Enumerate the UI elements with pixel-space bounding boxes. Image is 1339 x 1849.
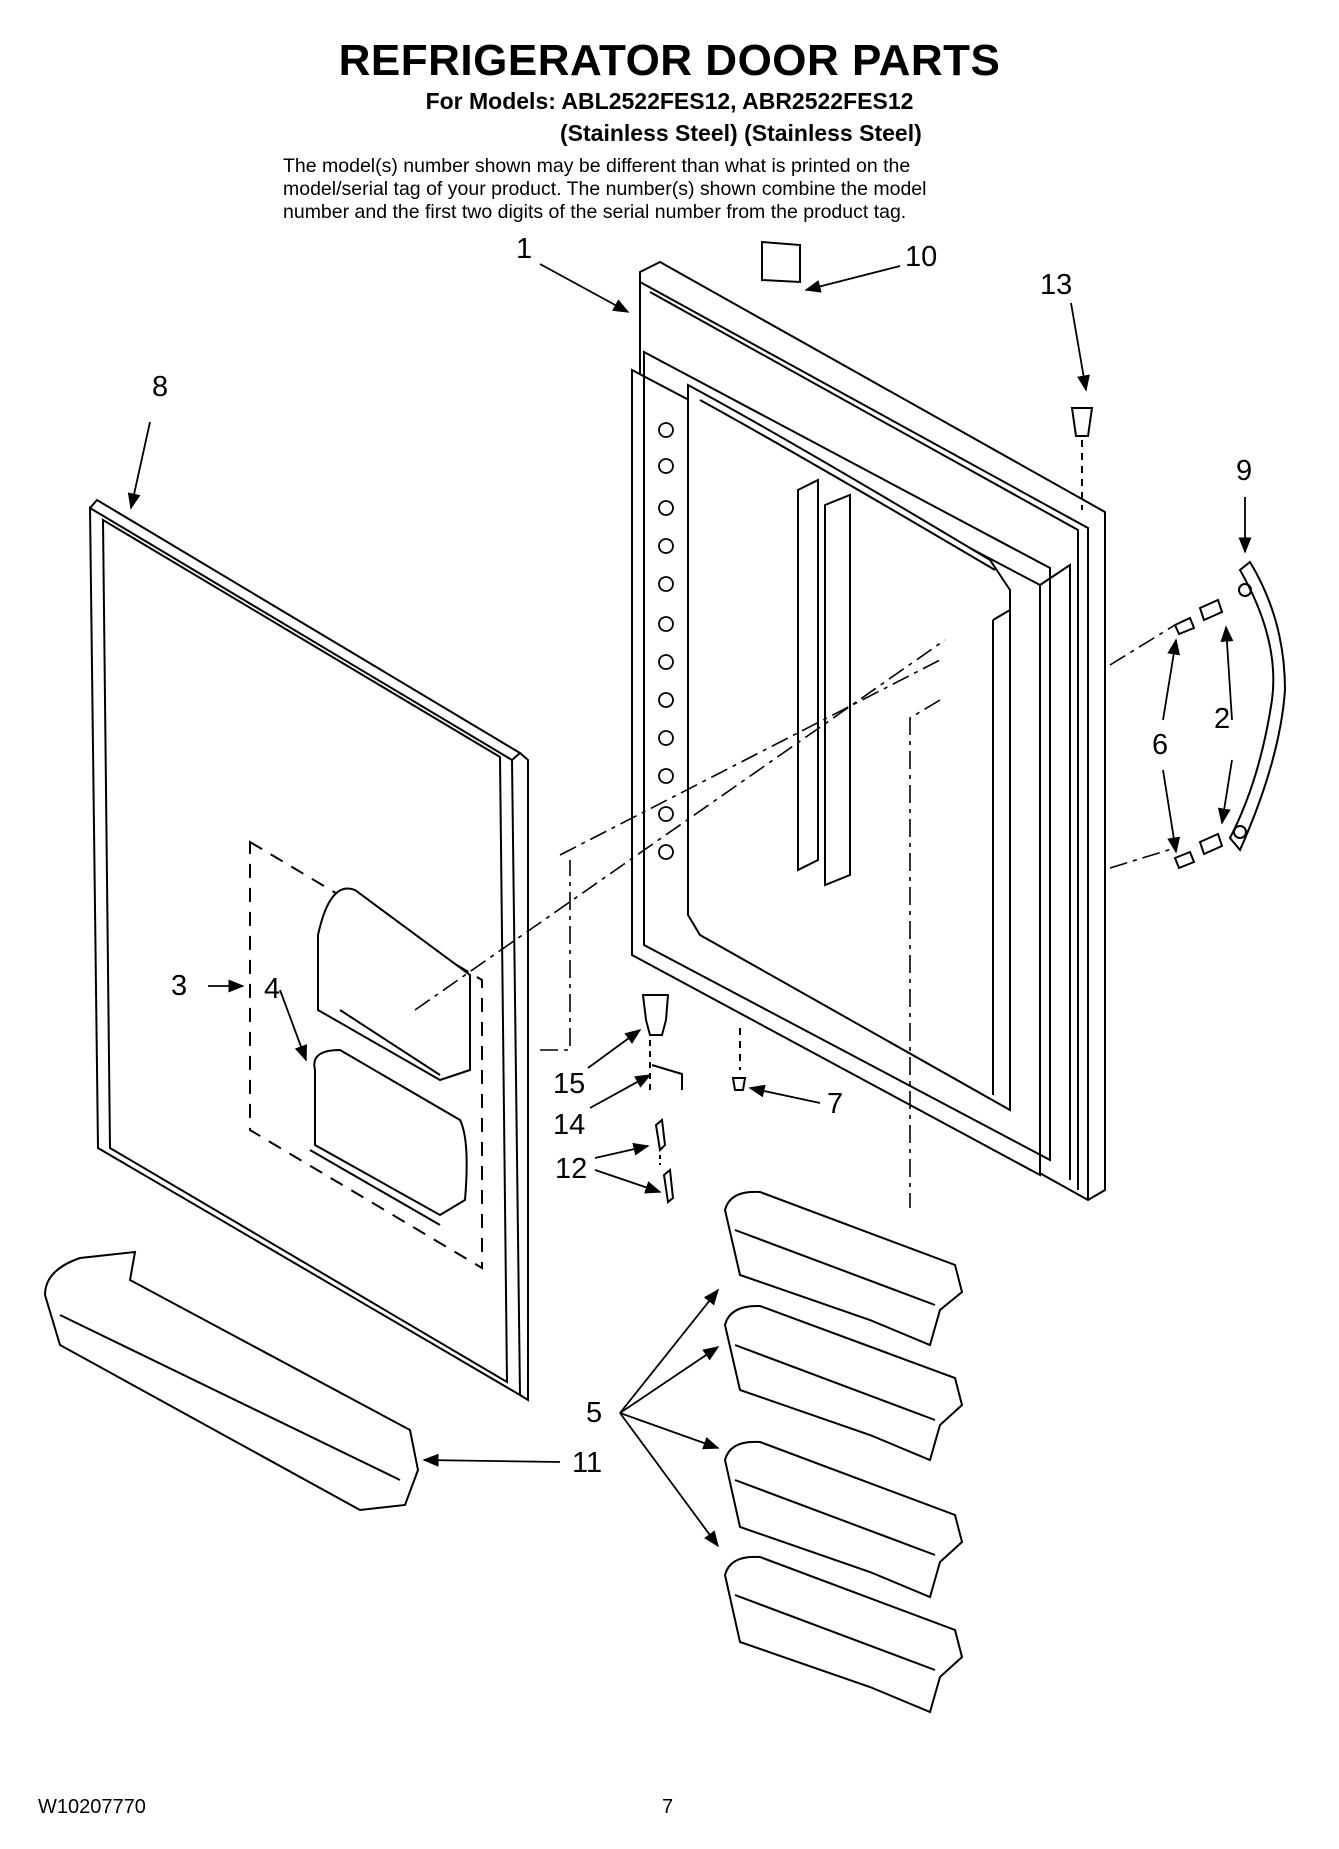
outer-door-panel xyxy=(88,498,529,1402)
dispenser-housing xyxy=(249,840,483,1270)
door-bins xyxy=(723,1190,964,1714)
callout-11: 11 xyxy=(572,1447,602,1479)
shelf-clip-icons xyxy=(658,422,674,860)
callout-14: 14 xyxy=(553,1109,585,1141)
page-number: 7 xyxy=(662,1796,674,1818)
cap-icon xyxy=(731,1077,747,1091)
callout-15: 15 xyxy=(553,1068,585,1100)
callout-8: 8 xyxy=(152,371,168,403)
callout-7: 7 xyxy=(827,1088,843,1120)
callout-2: 2 xyxy=(1214,703,1230,735)
callout-10: 10 xyxy=(905,241,937,273)
model-finish: (Stainless Steel) (Stainless Steel) xyxy=(560,120,922,146)
callout-9: 9 xyxy=(1236,455,1252,487)
note-line: model/serial tag of your product. The nu… xyxy=(283,178,927,200)
callout-1: 1 xyxy=(516,233,532,265)
model-note: The model(s) number shown may be differe… xyxy=(283,155,1083,224)
note-line: The model(s) number shown may be differe… xyxy=(283,155,911,177)
screw-icons xyxy=(1173,598,1224,870)
callout-5: 5 xyxy=(586,1397,602,1429)
callout-labels: 1 10 13 8 9 2 6 3 4 15 14 7 12 5 11 xyxy=(152,233,1252,1479)
plug-icon xyxy=(1070,407,1094,437)
door-liner xyxy=(631,260,1106,1202)
callout-3: 3 xyxy=(171,970,187,1002)
callout-12: 12 xyxy=(555,1153,587,1185)
dispenser-tray xyxy=(309,1048,468,1226)
callout-4: 4 xyxy=(264,973,280,1005)
note-line: number and the first two digits of the s… xyxy=(283,201,907,223)
page-title: REFRIGERATOR DOOR PARTS xyxy=(338,36,1001,85)
document-number: W10207770 xyxy=(38,1796,146,1818)
callout-13: 13 xyxy=(1040,269,1072,301)
large-door-bin xyxy=(43,1250,420,1512)
callout-6: 6 xyxy=(1152,729,1168,761)
label-icon xyxy=(761,240,801,284)
door-handle xyxy=(1228,560,1287,852)
hinge-parts xyxy=(641,994,683,1204)
model-list: For Models: ABL2522FES12, ABR2522FES12 xyxy=(425,88,914,114)
